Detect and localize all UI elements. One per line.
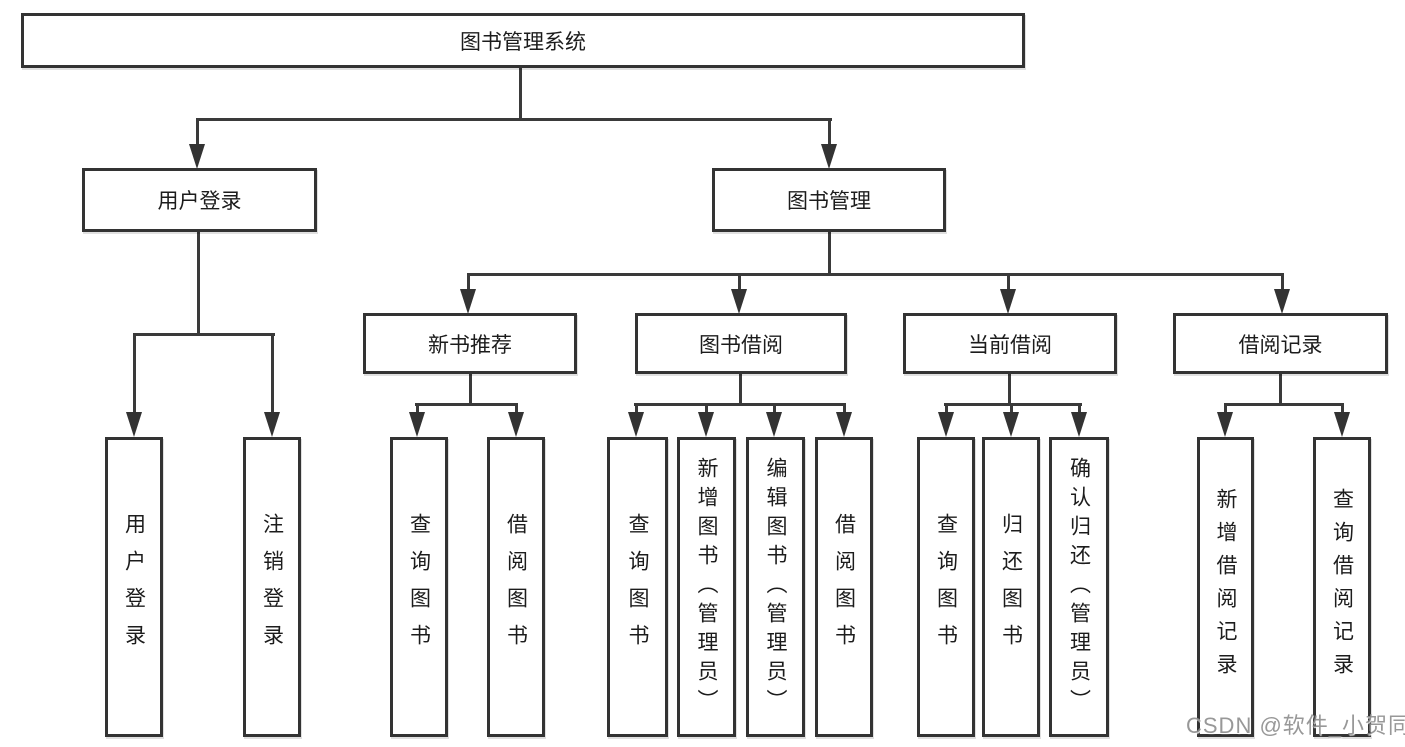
connector-line [1224, 403, 1227, 415]
connector-line [738, 273, 741, 291]
connector-line [196, 118, 832, 121]
arrow-down-icon [698, 412, 714, 437]
node-book-management: 图书管理 [712, 168, 946, 232]
arrow-down-icon [628, 412, 644, 437]
arrow-down-icon [409, 412, 425, 437]
leaf-confirm-return-admin: 确认归还（管理员） [1049, 437, 1109, 737]
connector-line [1078, 403, 1081, 415]
connector-line [467, 273, 1284, 276]
connector-line [1279, 374, 1282, 406]
arrow-down-icon [1000, 289, 1016, 314]
arrow-down-icon [1217, 412, 1233, 437]
node-borrow-records: 借阅记录 [1173, 313, 1388, 374]
leaf-label: 借阅图书 [504, 513, 528, 661]
connector-line [197, 232, 200, 336]
connector-line [271, 333, 274, 414]
connector-line [1007, 273, 1010, 291]
connector-line [469, 374, 472, 406]
leaf-label: 新增图书（管理员） [695, 456, 718, 718]
connector-line [635, 403, 638, 415]
leaf-query-borrow-record: 查询借阅记录 [1313, 437, 1371, 737]
connector-line [515, 403, 518, 415]
connector-line [133, 333, 136, 414]
leaf-query-books-3: 查询图书 [917, 437, 975, 737]
leaf-query-books-1: 查询图书 [390, 437, 448, 737]
connector-line [773, 403, 776, 415]
arrow-down-icon [1003, 412, 1019, 437]
csdn-watermark: CSDN @软件_小贺同学 [1186, 713, 1405, 738]
connector-line [416, 403, 419, 415]
connector-line [843, 403, 846, 415]
leaf-label: 查询图书 [626, 513, 649, 661]
connector-line [634, 403, 846, 406]
leaf-label: 编辑图书（管理员） [764, 456, 787, 718]
node-root-library-system: 图书管理系统 [21, 13, 1025, 68]
connector-line [1281, 273, 1284, 291]
arrow-down-icon [1274, 289, 1290, 314]
arrow-down-icon [460, 289, 476, 314]
node-new-book-recommend: 新书推荐 [363, 313, 577, 374]
leaf-add-book-admin: 新增图书（管理员） [677, 437, 736, 737]
connector-line [1341, 403, 1344, 415]
leaf-add-borrow-record: 新增借阅记录 [1197, 437, 1254, 737]
arrow-down-icon [766, 412, 782, 437]
leaf-edit-book-admin: 编辑图书（管理员） [746, 437, 805, 737]
connector-line [519, 68, 522, 120]
connector-line [739, 374, 742, 406]
arrow-down-icon [938, 412, 954, 437]
arrow-down-icon [126, 412, 142, 437]
leaf-borrow-books-2: 借阅图书 [815, 437, 873, 737]
leaf-label: 借阅图书 [832, 513, 856, 661]
connector-line [1224, 403, 1344, 406]
arrow-down-icon [731, 289, 747, 314]
leaf-label: 用户登录 [122, 513, 146, 661]
connector-line [705, 403, 708, 415]
leaf-logout: 注销登录 [243, 437, 301, 737]
arrow-down-icon [508, 412, 524, 437]
connector-line [945, 403, 948, 415]
connector-line [467, 273, 470, 291]
connector-line [944, 403, 1082, 406]
connector-line [196, 118, 199, 146]
leaf-label: 归还图书 [999, 513, 1023, 661]
arrow-down-icon [821, 144, 837, 169]
arrow-down-icon [1334, 412, 1350, 437]
connector-line [133, 333, 275, 336]
arrow-down-icon [1071, 412, 1087, 437]
leaf-user-login: 用户登录 [105, 437, 163, 737]
leaf-query-books-2: 查询图书 [607, 437, 668, 737]
connector-line [1010, 403, 1013, 415]
node-current-borrow: 当前借阅 [903, 313, 1117, 374]
leaf-label: 查询图书 [407, 513, 431, 661]
arrow-down-icon [189, 144, 205, 169]
leaf-label: 查询图书 [934, 513, 958, 661]
leaf-borrow-books-1: 借阅图书 [487, 437, 545, 737]
arrow-down-icon [264, 412, 280, 437]
node-book-borrow: 图书借阅 [635, 313, 847, 374]
connector-line [828, 118, 831, 146]
leaf-label: 确认归还（管理员） [1067, 456, 1091, 718]
leaf-label: 新增借阅记录 [1214, 488, 1237, 686]
connector-line [828, 232, 831, 276]
node-user-login: 用户登录 [82, 168, 317, 232]
leaf-label: 注销登录 [260, 513, 284, 661]
leaf-label: 查询借阅记录 [1330, 488, 1354, 686]
arrow-down-icon [836, 412, 852, 437]
connector-line [415, 403, 518, 406]
connector-line [1008, 374, 1011, 406]
leaf-return-book: 归还图书 [982, 437, 1040, 737]
